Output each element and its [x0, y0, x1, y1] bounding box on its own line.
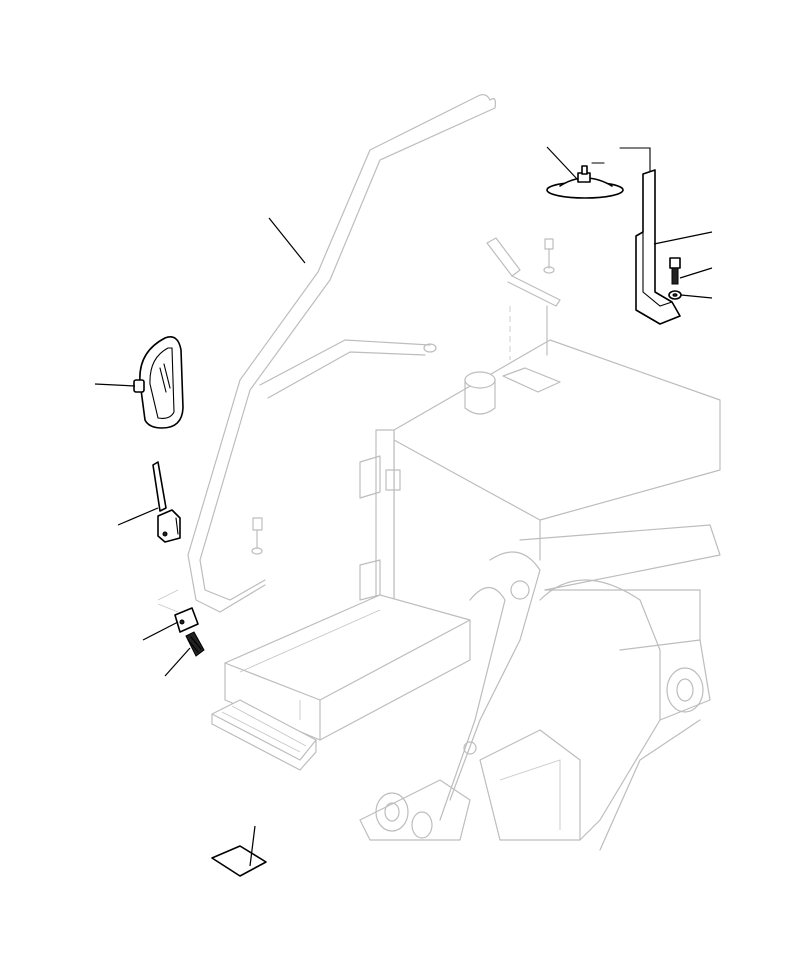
washer: [668, 290, 682, 300]
side-lamp: [546, 162, 624, 199]
rear-view-mirror: [133, 336, 184, 429]
leader-handrail: [268, 217, 306, 264]
handrail: [187, 94, 497, 613]
leader-lamp-bracket: [653, 231, 713, 245]
leader-caution-plate: [249, 825, 256, 867]
bolt: [185, 631, 205, 657]
caution-plate: [211, 845, 267, 877]
leader-side-lamp: [546, 146, 579, 181]
leader-mirror: [94, 383, 136, 387]
leader-bracket-bolt: [679, 267, 713, 279]
machine-frame-background: [211, 237, 721, 851]
mirror-stay: [152, 461, 181, 543]
clamp: [157, 589, 199, 633]
leader-clamp: [142, 621, 179, 641]
leader-washer: [680, 294, 713, 299]
leader-mirror-stay: [117, 507, 159, 526]
leader-bolt: [164, 647, 191, 677]
lamp-bracket: [619, 147, 681, 325]
bracket-bolt: [669, 257, 681, 285]
leader-lines: [94, 146, 713, 867]
